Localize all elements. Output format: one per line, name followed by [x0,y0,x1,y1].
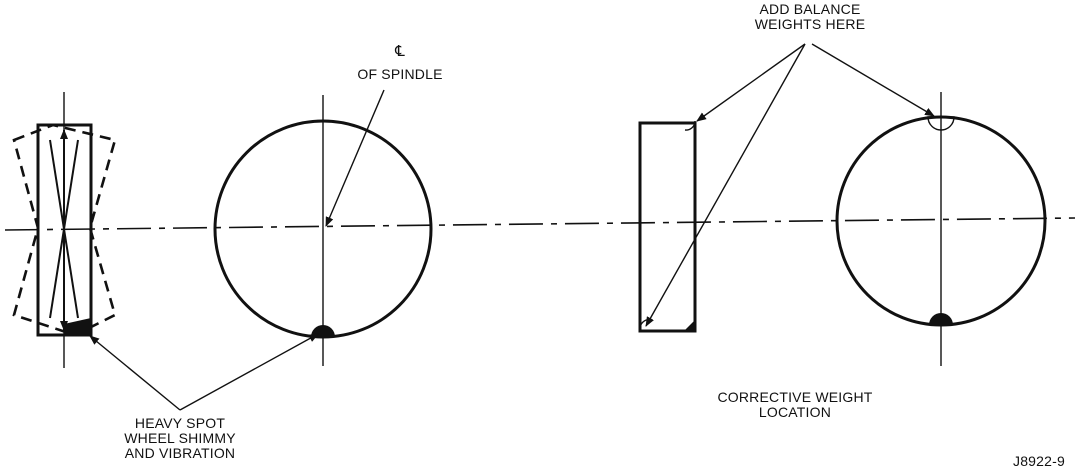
spindle-leader [325,89,385,227]
wobble-diagonal-2 [49,139,79,319]
spindle-label: OF SPINDLE [357,66,443,82]
corrective-label-line2: LOCATION [758,404,832,420]
add-weights-leaders [645,43,935,327]
heavy-spot-leaders [89,333,319,411]
balance-weight-top [927,116,955,131]
wobble-outline-dashed [12,123,117,337]
heavy-spot-right-wheel [929,313,953,325]
add-weights-label-line2: WEIGHTS HERE [754,16,866,32]
weight-top-inner [684,120,696,131]
right-tire-outline [638,121,697,333]
right-wheel-face-view [835,92,1047,366]
left-wheel-face-view [213,95,433,366]
spindle-label-symbol: ℄ [395,43,405,60]
add-weights-label-line1: ADD BALANCE [759,1,861,17]
corrective-label-line1: CORRECTIVE WEIGHT [717,389,873,405]
right-tire-side-view [638,120,697,333]
spindle-centerline [4,217,1076,231]
heavy-spot-label-line3: AND VIBRATION [124,445,236,461]
left-tire-side-view [12,92,117,368]
heavy-spot-right-side [684,320,695,331]
heavy-spot-left [64,318,91,335]
heavy-spot-label-line1: HEAVY SPOT [134,415,226,431]
figure-id: J8922-9 [1013,453,1065,469]
heavy-spot-label-line2: WHEEL SHIMMY [124,430,236,446]
